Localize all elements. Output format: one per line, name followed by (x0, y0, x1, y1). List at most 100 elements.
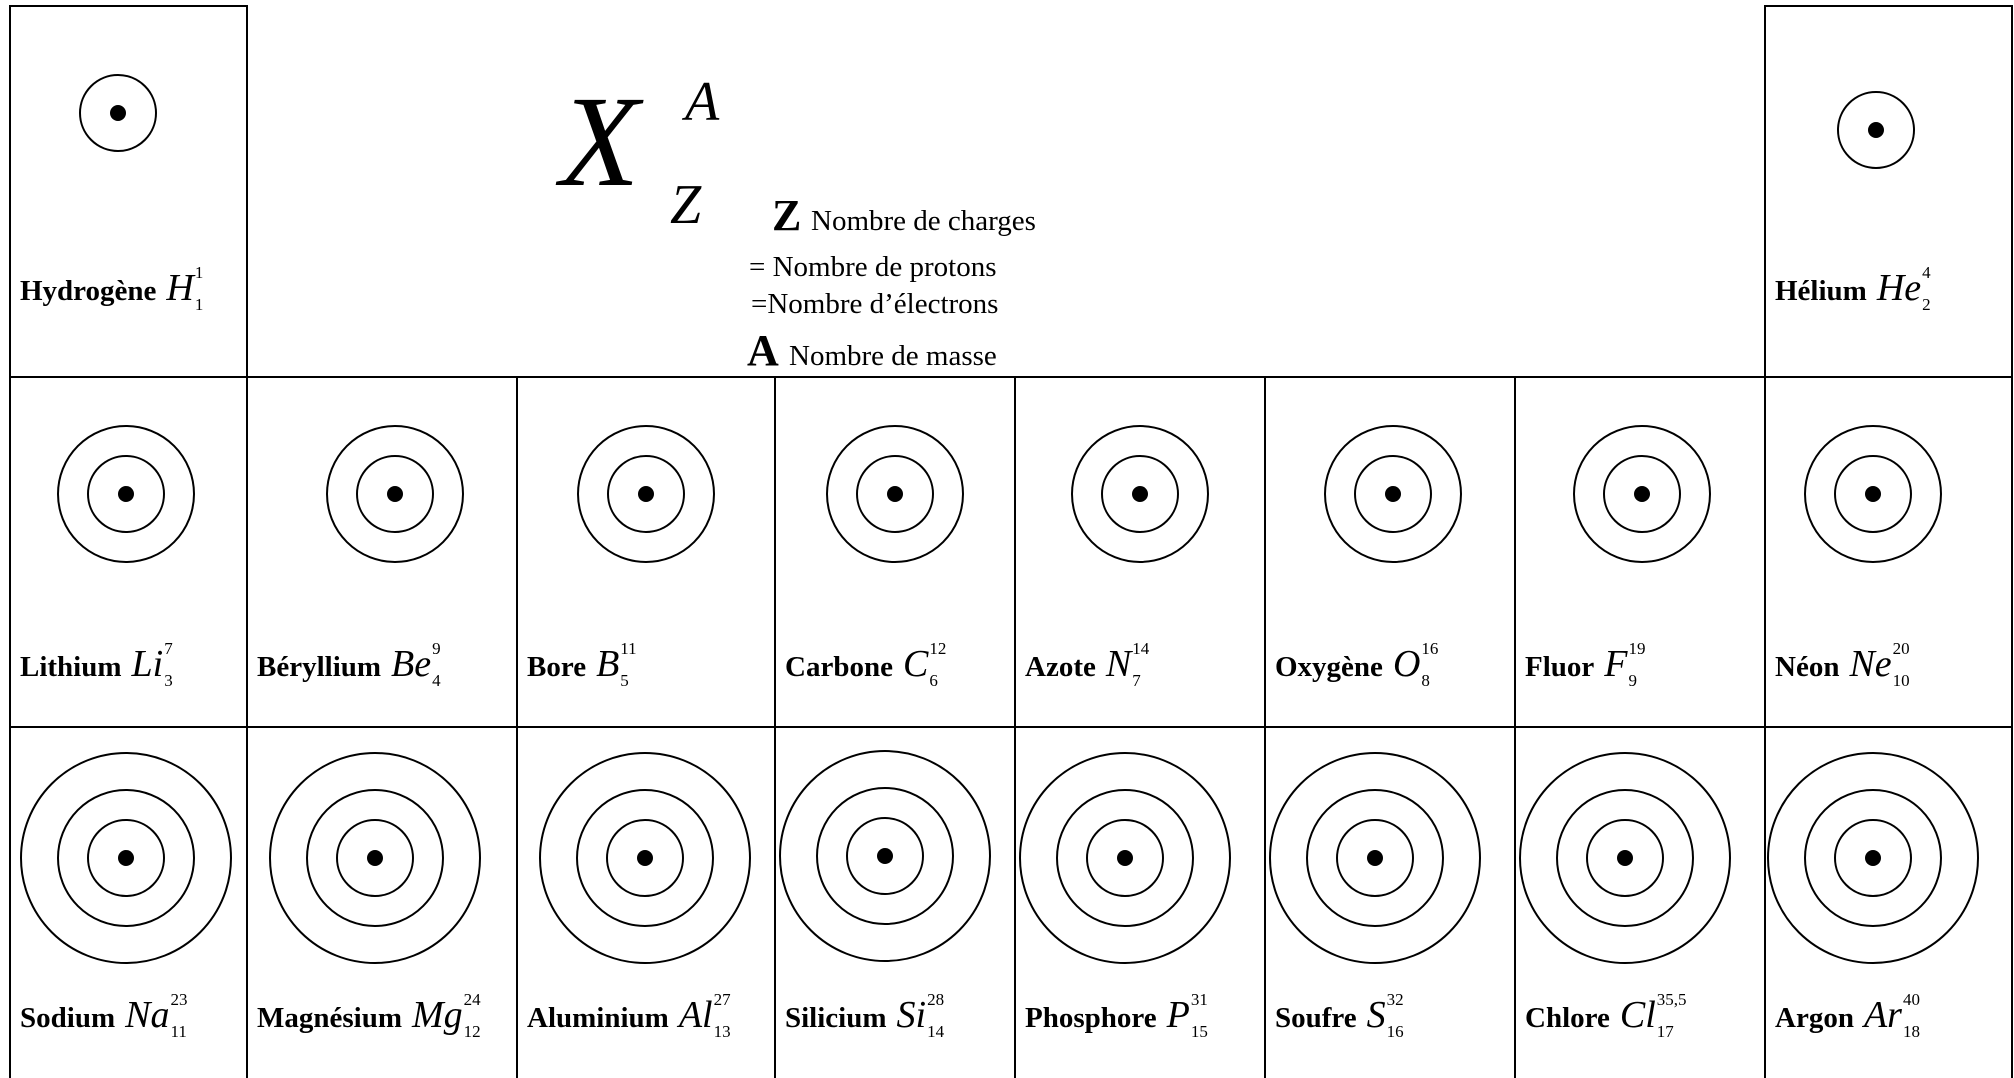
electron-shell (326, 425, 464, 563)
nucleus-dot (387, 486, 403, 502)
mass-number: 9 (432, 639, 441, 658)
electron-shell (1837, 91, 1915, 169)
nucleus-dot (118, 486, 134, 502)
atomic-number: 16 (1387, 1022, 1404, 1041)
atom-diagram (79, 74, 157, 152)
nucleus-dot (118, 850, 134, 866)
electron-shell (1804, 789, 1942, 927)
nucleus-dot (877, 848, 893, 864)
element-symbol: Na (124, 994, 169, 1036)
element-symbol: C (903, 643, 929, 685)
element-symbol: F (1603, 643, 1628, 685)
atom-diagram (539, 752, 751, 964)
electron-shell (1519, 752, 1731, 964)
element-name: Fluor (1525, 651, 1594, 683)
atom-diagram (326, 425, 464, 563)
element-name: Hélium (1775, 275, 1867, 307)
atom-diagram (1837, 91, 1915, 169)
electron-shell (1324, 425, 1462, 563)
nucleus-dot (1385, 486, 1401, 502)
element-symbol: O (1393, 643, 1420, 685)
element-symbol: Li (131, 643, 164, 685)
electron-shell (1269, 752, 1481, 964)
mass-number: 24 (464, 990, 482, 1009)
mass-number: 28 (927, 990, 944, 1009)
atomic-number: 2 (1922, 295, 1931, 314)
electron-shell (1834, 819, 1912, 897)
mass-number: 31 (1191, 990, 1208, 1009)
electron-shell (1603, 455, 1681, 533)
element-name: Hydrogène (20, 275, 157, 307)
element-symbol: Ne (1848, 643, 1891, 685)
atom-diagram (57, 425, 195, 563)
atom-diagram (1071, 425, 1209, 563)
element-name: Néon (1775, 651, 1839, 683)
electron-shell (1354, 455, 1432, 533)
helium-cell-border (1764, 5, 2013, 378)
atom-diagram (1324, 425, 1462, 563)
element-name: Magnésium (257, 1002, 402, 1034)
mass-number: 23 (170, 990, 187, 1009)
electron-shell (1556, 789, 1694, 927)
nucleus-dot (1865, 850, 1881, 866)
atomic-number: 6 (929, 671, 938, 690)
element-name: Argon (1775, 1002, 1854, 1034)
legend-mass-letter: A (681, 71, 720, 133)
electron-shell (1586, 819, 1664, 897)
mass-number: 35,5 (1657, 990, 1687, 1009)
atomic-number: 8 (1421, 671, 1430, 690)
element-symbol: Si (897, 994, 927, 1036)
electron-shell (576, 789, 714, 927)
element-name: Sodium (20, 1002, 115, 1034)
electron-shell (1767, 752, 1979, 964)
nucleus-dot (638, 486, 654, 502)
atomic-number: 15 (1191, 1022, 1208, 1041)
mass-number: 19 (1629, 639, 1646, 658)
electron-shell (57, 789, 195, 927)
nucleus-dot (887, 486, 903, 502)
mass-number: 14 (1132, 639, 1150, 658)
mass-number: 16 (1421, 639, 1438, 658)
notation-legend: X A Z Z Nombre de charges = Nombre de pr… (555, 70, 1036, 375)
electron-shell (57, 425, 195, 563)
electron-shell (356, 455, 434, 533)
atom-diagram (1519, 752, 1731, 964)
mass-number: 32 (1387, 990, 1404, 1009)
element-symbol: Al (676, 994, 713, 1036)
electron-shell (336, 819, 414, 897)
electron-shell (856, 455, 934, 533)
mass-number: 40 (1903, 990, 1920, 1009)
element-name: Chlore (1525, 1002, 1610, 1034)
element-name: Aluminium (527, 1002, 669, 1034)
element-symbol: Mg (411, 994, 463, 1036)
nucleus-dot (110, 105, 126, 121)
element-symbol: He (1876, 267, 1921, 309)
atomic-number: 13 (714, 1022, 731, 1041)
atomic-number: 10 (1893, 671, 1910, 690)
atom-diagram (269, 752, 481, 964)
atomic-number: 17 (1657, 1022, 1675, 1041)
atomic-number: 1 (195, 295, 204, 314)
atomic-number: 3 (164, 671, 173, 690)
legend-a-label: Nombre de masse (789, 340, 997, 372)
electron-shell (20, 752, 232, 964)
mass-number: 1 (195, 263, 204, 282)
electron-shell (79, 74, 157, 152)
atomic-number: 12 (464, 1022, 481, 1041)
nucleus-dot (367, 850, 383, 866)
electron-shell (1101, 455, 1179, 533)
legend-charge-letter: Z (670, 174, 702, 236)
element-symbol: P (1166, 994, 1190, 1036)
